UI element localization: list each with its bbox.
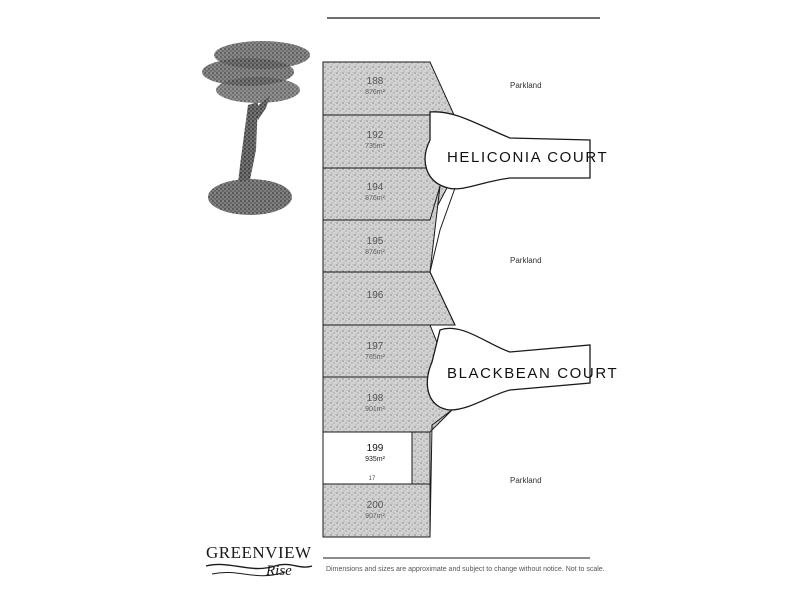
- blackbean-court-road: [426, 327, 591, 411]
- lot-block[interactable]: [322, 271, 456, 326]
- lot-label-highlighted: 199 935m² 17: [365, 443, 386, 482]
- lot-label: 192 735m²: [365, 130, 386, 150]
- svg-text:876m²: 876m²: [365, 249, 386, 256]
- lot-label: 200 907m²: [365, 500, 386, 520]
- svg-text:907m²: 907m²: [365, 513, 386, 520]
- tree-logo: [202, 41, 310, 215]
- svg-text:17: 17: [369, 476, 376, 482]
- svg-text:195: 195: [367, 236, 384, 247]
- blackbean-court-label: BLACKBEAN COURT: [447, 365, 618, 382]
- parkland-label: Parkland: [510, 81, 542, 90]
- heliconia-court-road: [424, 111, 591, 190]
- lot-label: 195 876m²: [365, 236, 386, 256]
- svg-text:188: 188: [367, 76, 384, 87]
- svg-text:200: 200: [367, 500, 384, 511]
- svg-text:GREENVIEW: GREENVIEW: [206, 543, 312, 562]
- heliconia-court-label: HELICONIA COURT: [447, 149, 608, 166]
- lot-label: 188 876m²: [365, 76, 386, 96]
- lot-label: 196: [367, 290, 384, 301]
- parkland-boundary: [429, 409, 453, 538]
- lot-block[interactable]: [322, 167, 449, 221]
- disclaimer-text: Dimensions and sizes are approximate and…: [326, 566, 605, 573]
- brand-logo: GREENVIEW Rise: [205, 543, 313, 579]
- svg-text:935m²: 935m²: [365, 456, 386, 463]
- svg-text:Rise: Rise: [265, 563, 292, 579]
- svg-text:192: 192: [367, 130, 384, 141]
- svg-text:876m²: 876m²: [365, 89, 386, 96]
- svg-text:196: 196: [367, 290, 384, 301]
- svg-text:901m²: 901m²: [365, 406, 386, 413]
- svg-text:198: 198: [367, 393, 384, 404]
- lot-block[interactable]: [322, 185, 441, 273]
- svg-text:876m²: 876m²: [365, 195, 386, 202]
- lot-block[interactable]: [322, 61, 456, 118]
- svg-text:194: 194: [367, 182, 384, 193]
- lot-label: 197 765m²: [365, 341, 386, 361]
- parkland-label: Parkland: [510, 476, 542, 485]
- parkland-label: Parkland: [510, 256, 542, 265]
- parkland-boundary: [429, 187, 456, 326]
- svg-text:199: 199: [367, 443, 384, 454]
- svg-text:765m²: 765m²: [365, 354, 386, 361]
- lot-block[interactable]: [322, 376, 453, 433]
- lot-label: 198 901m²: [365, 393, 386, 413]
- svg-text:197: 197: [367, 341, 384, 352]
- svg-text:735m²: 735m²: [365, 143, 386, 150]
- lot-label: 194 876m²: [365, 182, 386, 202]
